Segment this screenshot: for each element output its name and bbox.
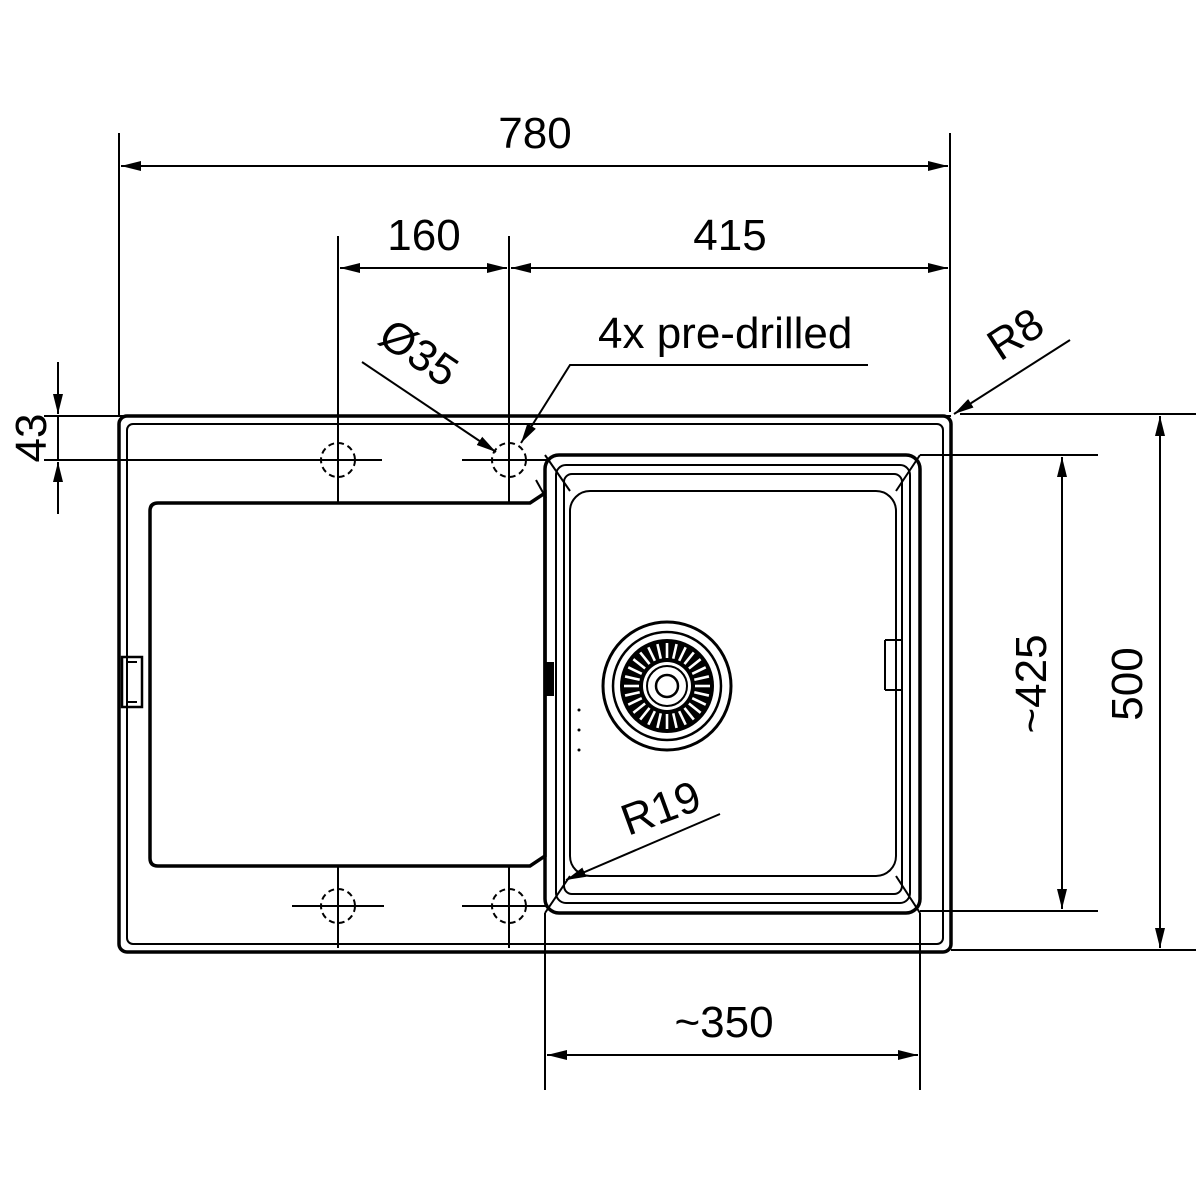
dimension-label-d35: Ø35: [370, 310, 466, 397]
strainer-slot: [694, 690, 710, 697]
strainer-slot: [639, 707, 651, 721]
tap-hole-bottom-right: [462, 866, 548, 948]
strainer-slot: [632, 658, 646, 670]
strainer-slot: [627, 666, 643, 676]
dimension-corner-radius: R8: [953, 299, 1071, 415]
tap-hole-bottom-left: [292, 866, 384, 948]
dimension-label-415: 415: [693, 211, 766, 260]
dimension-bowl-radius: R19: [565, 772, 721, 881]
dimension-label-500: 500: [1103, 647, 1152, 720]
strainer-slot: [624, 675, 640, 682]
strainer-slot: [691, 696, 707, 706]
strainer-slot: [671, 643, 678, 659]
dimension-tap-to-edge: 415: [511, 211, 948, 273]
dimension-label-r19: R19: [615, 772, 708, 846]
strainer-slot: [671, 713, 678, 729]
strainer-slot: [688, 658, 702, 670]
dimension-overall-width: 780: [118, 109, 951, 416]
strainer-slot: [677, 710, 687, 726]
strainer-slot: [677, 646, 687, 662]
strainer-slot: [639, 651, 651, 665]
drainer-area: [148, 489, 547, 868]
bowl-overflow-mark: [546, 662, 554, 696]
strainer-slot: [624, 690, 640, 697]
strainer-slot: [694, 675, 710, 682]
strainer-slot: [647, 646, 657, 662]
tap-hole-top-right: [462, 442, 548, 478]
dimension-bowl-width: ~350: [544, 913, 921, 1090]
note-pre-drilled: 4x pre-drilled: [520, 309, 868, 444]
strainer-slot: [647, 710, 657, 726]
tap-hole-top-left: [300, 424, 382, 503]
strainer-slot: [683, 651, 695, 665]
dimension-label-780: 780: [498, 109, 571, 158]
strainer-slot: [691, 666, 707, 676]
dimension-label-425: ~425: [1007, 634, 1056, 733]
sink-outline: [117, 414, 953, 954]
strainer-slot: [656, 713, 663, 729]
dimension-overall-depth: 500: [951, 413, 1196, 951]
dimension-bowl-length: ~425: [920, 454, 1098, 912]
dimension-hole-offset: 43: [7, 362, 951, 514]
strainer-slot: [688, 702, 702, 714]
dimension-label-r8: R8: [979, 299, 1053, 371]
dimension-label-350: ~350: [674, 998, 773, 1047]
strainer-slot: [683, 707, 695, 721]
dimension-label-43: 43: [7, 414, 56, 463]
strainer-slot: [627, 696, 643, 706]
overflow-slot: [120, 655, 144, 709]
dimension-hole-diameter: Ø35: [361, 310, 497, 453]
strainer-slot: [632, 702, 646, 714]
drain-strainer-icon: [601, 620, 733, 752]
dimension-tap-spacing: 160: [337, 211, 510, 503]
bowl: [543, 453, 922, 915]
strainer-slot: [656, 643, 663, 659]
dimension-label-160: 160: [387, 211, 460, 260]
note-label-pre-drilled: 4x pre-drilled: [598, 309, 852, 358]
